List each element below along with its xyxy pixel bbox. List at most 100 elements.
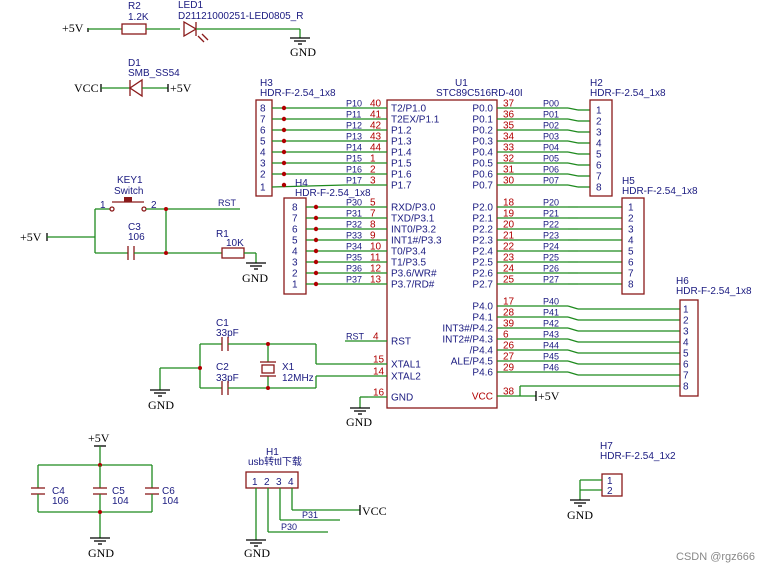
rst-net-label: RST: [218, 198, 237, 208]
u1-power: GND +5V: [346, 389, 560, 429]
p5v-label: +5V: [88, 431, 110, 445]
h6-pin-number: 1: [683, 305, 689, 316]
u1-pin-name: P0.4: [472, 148, 493, 159]
u1-net-label: P35: [346, 253, 362, 263]
u1-pin-name: P2.7: [472, 280, 493, 291]
h5-value: HDR-F-2.54_1x8: [622, 186, 698, 197]
r2-value: 1.2K: [128, 12, 149, 23]
u1-pin-name: P0.5: [472, 159, 493, 170]
wire: [567, 184, 579, 188]
u1-pin-number: 38: [503, 387, 515, 398]
u1-pin-name: P0.6: [472, 170, 493, 181]
u1-net-label: P42: [543, 319, 559, 329]
u1-pin-name: P1.3: [391, 137, 412, 148]
u1-net-label: P27: [543, 275, 559, 285]
u1-net-label: P23: [543, 231, 559, 241]
u1-pin-name: ALE/P4.5: [451, 357, 494, 368]
h5-pin-number: 6: [628, 258, 634, 269]
led1-arrow: [197, 35, 205, 43]
h2-value: HDR-F-2.54_1x8: [590, 88, 666, 99]
h5-pin-number: 5: [628, 247, 634, 258]
reset-circuit: KEY1 Switch 1 2 RST +5V C3 106 R1 10K GN…: [20, 175, 268, 285]
p5v-label: +5V: [170, 81, 192, 95]
u1-net-label: P16: [346, 165, 362, 175]
h1-pin3: 3: [276, 477, 282, 488]
h4-ref: H4: [295, 178, 308, 189]
led1-ref: LED1: [178, 0, 203, 11]
u1-pin-name: GND: [391, 393, 413, 404]
u1-net-label: P14: [346, 143, 362, 153]
u1-pin-number: 43: [370, 132, 382, 143]
h2-pin-number: 7: [596, 172, 602, 183]
c1-value: 33pF: [216, 328, 239, 339]
u1-pin-number: 1: [370, 154, 376, 165]
wire: [567, 305, 579, 310]
h4-pin-number: 6: [292, 225, 298, 236]
decoupling-caps: +5V C4 106 C5 104 C6 104 GND: [31, 431, 179, 560]
wire: [567, 371, 579, 376]
x1-value: 12MHz: [282, 373, 314, 384]
c3-value: 106: [128, 232, 145, 243]
wire: [567, 162, 579, 166]
u1-pin-number: 35: [503, 121, 515, 132]
h6-pin-number: 3: [683, 327, 689, 338]
u1-pin-name: P2.6: [472, 269, 493, 280]
h3-pin-number: 7: [260, 115, 266, 126]
u1-net-label: P30: [346, 198, 362, 208]
h4-pin-number: 1: [292, 280, 298, 291]
u1-net-label: P12: [346, 121, 362, 131]
u1-pin-number: 31: [503, 165, 515, 176]
u1-pin-number: 8: [370, 220, 376, 231]
h3-pin-number: 2: [260, 170, 266, 181]
u1-net-label: P34: [346, 242, 362, 252]
u1-pin-number: 27: [503, 352, 515, 363]
u1-pin-number: 11: [370, 253, 381, 264]
u1-net-label: P04: [543, 143, 559, 153]
u1-pin-number: 23: [503, 253, 515, 264]
c1-ref: C1: [216, 318, 229, 329]
u1-pin-name: P1.6: [391, 170, 412, 181]
u1-pin-name: VCC: [472, 392, 493, 403]
h5-pin-number: 1: [628, 203, 634, 214]
c4-value: 106: [52, 496, 69, 507]
u1-pin-number: 28: [503, 308, 515, 319]
u1-net-label: P21: [543, 209, 559, 219]
c5-value: 104: [112, 496, 129, 507]
r2-body: [121, 23, 147, 35]
h1-pin2: 2: [264, 477, 270, 488]
gnd-label: GND: [148, 398, 174, 412]
u1-pin-number: 16: [373, 388, 385, 399]
u1-net-label: P40: [543, 297, 559, 307]
u1-net-label: P43: [543, 330, 559, 340]
h6-pin-number: 6: [683, 360, 689, 371]
u1-net-label: P06: [543, 165, 559, 175]
u1-pin-name: T1/P3.5: [391, 258, 426, 269]
h6-body: [679, 299, 699, 397]
d1-value: SMB_SS54: [128, 68, 180, 79]
p31-net-label: P31: [302, 510, 318, 520]
pin-junction: [313, 259, 319, 265]
h6-value: HDR-F-2.54_1x8: [676, 286, 752, 297]
u1-pin-name: RXD/P3.0: [391, 203, 436, 214]
gnd-label: GND: [244, 546, 270, 560]
h5-pin-number: 2: [628, 214, 634, 225]
led1-arrow: [201, 33, 209, 41]
u1-pin-number: 9: [370, 231, 376, 242]
u1-pin-number: 44: [370, 143, 382, 154]
u1-pin-name: INT3#/P4.2: [442, 324, 493, 335]
h6-pin-number: 8: [683, 382, 689, 393]
u1-pin-number: 36: [503, 110, 515, 121]
c2-value: 33pF: [216, 373, 239, 384]
d1-circuit: D1 SMB_SS54 VCC +5V: [74, 58, 192, 98]
p5v-label: +5V: [538, 389, 560, 403]
pin-junction: [313, 248, 319, 254]
h4-pin-number: 7: [292, 214, 298, 225]
u1-pin-name: P1.2: [391, 126, 412, 137]
c2-ref: C2: [216, 362, 229, 373]
gnd-label: GND: [567, 508, 593, 522]
h6-ref: H6: [676, 276, 689, 287]
